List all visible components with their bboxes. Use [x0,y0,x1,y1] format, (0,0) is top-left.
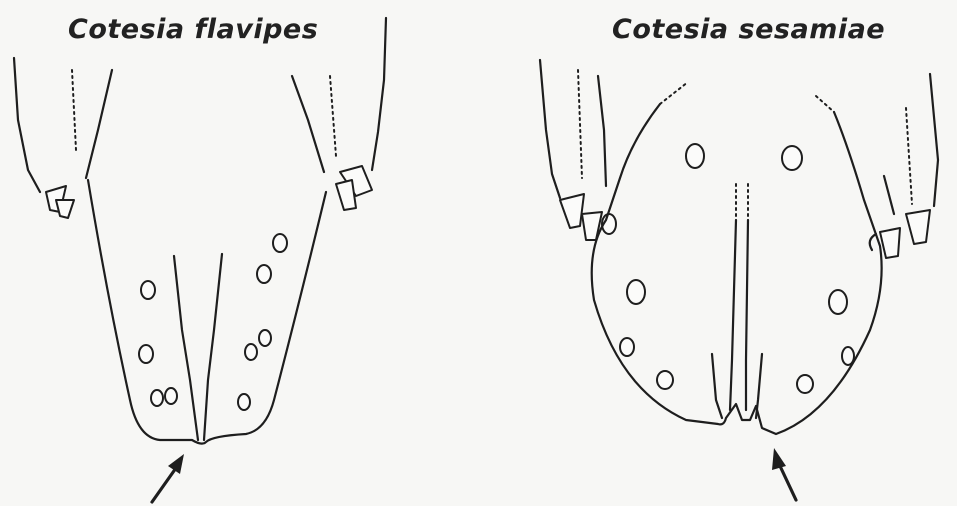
right-right-appendage-outer [930,74,938,206]
pore [245,344,257,360]
left-appendage-outer [14,58,40,192]
right-body-outline [592,104,882,434]
right-inner-lobe-r [756,354,762,418]
left-right-appendage-outer [372,18,386,170]
left-right-appendage-dashed [330,76,336,156]
right-right-claw-2 [880,228,900,258]
right-left-appendage-outer [540,60,560,198]
right-left-appendage-inner [598,76,606,186]
pore [151,390,163,406]
pore [273,234,287,252]
pore [657,371,673,389]
right-shoulder-left [660,82,688,104]
pore [165,388,177,404]
left-appendage-dashed [72,70,76,150]
right-right-appendage-dashed [906,108,912,204]
left-valve-r [204,254,222,440]
pore [686,144,704,168]
left-drawing [14,18,386,502]
pore [141,281,155,299]
right-shoulder-right [816,96,834,112]
right-left-appendage-dashed [578,70,582,178]
right-inner-lobe-l [712,354,722,418]
pore [259,330,271,346]
right-left-claw-1 [560,194,584,228]
right-claw-2 [336,180,356,210]
pore [620,338,634,356]
left-arrowhead [168,454,184,474]
left-valve-l [174,256,198,440]
pore [257,265,271,283]
pore [797,375,813,393]
left-appendage-inner [86,70,112,178]
pore [829,290,847,314]
right-right-small-curl [870,234,876,250]
right-arrowhead [772,448,786,470]
right-arrow [780,466,796,500]
right-right-appendage-inner [884,176,894,214]
right-drawing [540,60,938,500]
left-claw-2 [56,200,74,218]
right-shaft-line-l [730,220,736,410]
pore [139,345,153,363]
pore [238,394,250,410]
pore [782,146,802,170]
left-arrow [152,468,176,502]
pore [627,280,645,304]
right-shaft-line-r [746,220,748,410]
left-right-appendage-inner [292,76,324,172]
right-right-claw-1 [906,210,930,244]
pore [842,347,854,365]
